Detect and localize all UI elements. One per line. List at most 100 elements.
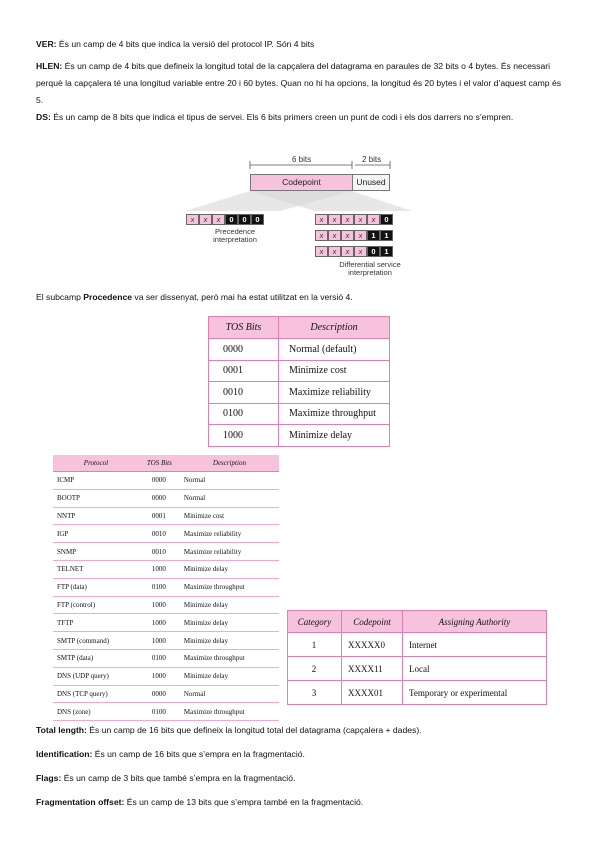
ver-paragraph: VER: És un camp de 4 bits que indica la … <box>36 36 566 53</box>
proto-cell: 0001 <box>138 507 180 526</box>
diffserv-caption: Differential service interpretation <box>339 260 401 277</box>
tos-cell: 0000 <box>208 338 279 361</box>
procedence-term: Procedence <box>83 292 133 302</box>
codepoint-field: Codepoint <box>250 174 353 191</box>
tos-cell: 0010 <box>208 381 279 404</box>
proto-cell: 1000 <box>138 631 180 650</box>
cat-cell: XXXXX0 <box>341 632 403 657</box>
cat-header-category: Category <box>287 610 342 633</box>
ver-term: VER: <box>36 39 57 49</box>
proto-cell: 0100 <box>138 649 180 668</box>
proto-cell: Maximize throughput <box>179 702 279 722</box>
proto-cell: ICMP <box>53 471 139 490</box>
proto-header-description: Description <box>179 455 279 472</box>
proto-cell: 1000 <box>138 667 180 686</box>
cat-cell: Temporary or experimental <box>401 680 548 705</box>
bit-cell: x <box>315 230 328 241</box>
bit-cell: 0 <box>367 246 380 257</box>
proto-cell: Minimize delay <box>179 631 279 650</box>
proto-cell: 0010 <box>138 524 180 544</box>
ver-text: És un camp de 4 bits que indica la versi… <box>56 39 315 49</box>
proto-cell: Minimize delay <box>179 613 279 633</box>
unused-field: Unused <box>352 174 390 191</box>
proto-cell: Maximize throughput <box>179 578 279 597</box>
bit-cell: x <box>354 214 367 225</box>
total-length-paragraph: Total length: És un camp de 16 bits que … <box>36 725 422 735</box>
flags-paragraph: Flags: És un camp de 3 bits que també s’… <box>36 773 296 783</box>
bit-cell: x <box>328 214 341 225</box>
proto-cell: TELNET <box>53 560 139 579</box>
proto-header-protocol: Protocol <box>53 455 139 472</box>
bit-cell: 1 <box>380 230 393 241</box>
proto-cell: Normal <box>179 685 279 704</box>
bit-cell: x <box>354 246 367 257</box>
bit-cell: x <box>341 230 354 241</box>
bit-cell: x <box>186 214 199 225</box>
proto-cell: Minimize cost <box>179 507 279 526</box>
bit-cell: x <box>341 246 354 257</box>
ds-paragraph: DS: És un camp de 8 bits que indica el t… <box>36 109 566 126</box>
proto-cell: DNS (zone) <box>53 702 139 722</box>
proto-cell: NNTP <box>53 507 139 526</box>
tos-cell: 1000 <box>208 424 279 447</box>
proto-cell: TFTP <box>53 613 139 633</box>
proto-cell: FTP (data) <box>53 578 139 597</box>
ds-text: És un camp de 8 bits que indica el tipus… <box>50 112 514 122</box>
bit-cell: 1 <box>367 230 380 241</box>
proto-cell: 1000 <box>138 596 180 615</box>
procedence-paragraph: El subcamp Procedence va ser dissenyat, … <box>36 292 353 302</box>
proto-cell: Normal <box>179 489 279 508</box>
ds-diagram-lines <box>185 161 412 211</box>
hlen-paragraph: HLEN: És un camp de 4 bits que defineix … <box>36 58 566 109</box>
cat-cell: Local <box>401 656 548 681</box>
cat-cell: 1 <box>287 632 342 657</box>
proto-cell: Minimize delay <box>179 596 279 615</box>
proto-cell: FTP (control) <box>53 596 139 615</box>
proto-cell: DNS (UDP query) <box>53 667 139 686</box>
proto-header-tos: TOS Bits <box>138 455 180 472</box>
tos-cell: Maximize reliability <box>278 381 390 404</box>
proto-cell: IGP <box>53 524 139 544</box>
fragmentation-offset-paragraph: Fragmentation offset: És un camp de 13 b… <box>36 797 364 807</box>
hlen-text: És un camp de 4 bits que defineix la lon… <box>36 61 562 105</box>
proto-cell: 1000 <box>138 613 180 633</box>
identification-paragraph: Identification: És un camp de 16 bits qu… <box>36 749 305 759</box>
codepoint-category-table: Category Codepoint Assigning Authority 1… <box>287 610 548 705</box>
proto-cell: 0100 <box>138 578 180 597</box>
proto-cell: 0010 <box>138 542 180 561</box>
bit-cell: x <box>315 214 328 225</box>
proto-cell: 0100 <box>138 702 180 722</box>
two-bits-label: 2 bits <box>362 155 382 164</box>
proto-cell: SMTP (data) <box>53 649 139 668</box>
bit-cell: x <box>341 214 354 225</box>
bit-cell: 0 <box>380 214 393 225</box>
cat-header-authority: Assigning Authority <box>401 610 548 633</box>
tos-cell: Minimize cost <box>278 359 390 382</box>
bit-cell: 0 <box>238 214 251 225</box>
proto-cell: Minimize delay <box>179 667 279 686</box>
bit-cell: x <box>328 246 341 257</box>
proto-cell: 0000 <box>138 489 180 508</box>
proto-cell: BOOTP <box>53 489 139 508</box>
bit-cell: 0 <box>251 214 264 225</box>
ds-term: DS: <box>36 112 51 122</box>
tos-cell: Minimize delay <box>278 424 390 447</box>
bit-cell: x <box>212 214 225 225</box>
proto-cell: Maximize reliability <box>179 542 279 561</box>
bit-cell: 0 <box>225 214 238 225</box>
bit-cell: x <box>199 214 212 225</box>
cat-header-codepoint: Codepoint <box>341 610 403 633</box>
